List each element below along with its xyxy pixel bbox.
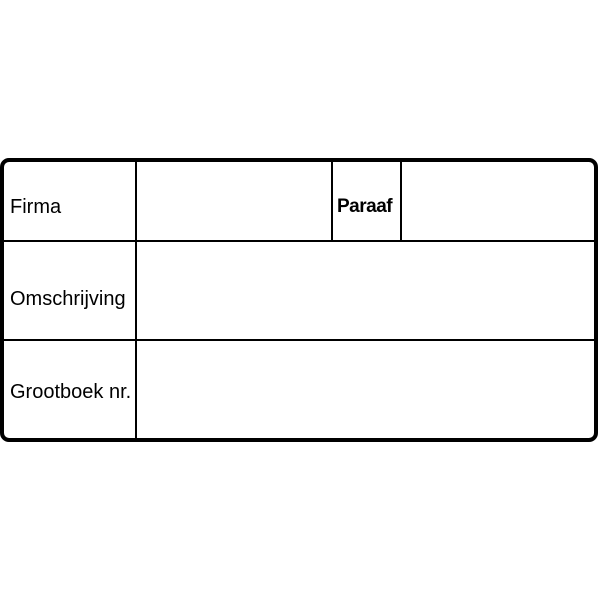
paraaf-label: Paraaf	[337, 196, 393, 217]
paraaf-divider-left	[331, 162, 333, 241]
firma-field[interactable]	[137, 162, 331, 240]
paraaf-field[interactable]	[402, 162, 594, 240]
paraaf-divider-right	[400, 162, 402, 241]
grootboek-field[interactable]	[137, 341, 594, 438]
column-divider	[135, 162, 137, 438]
row-divider	[4, 339, 594, 341]
grootboek-label: Grootboek nr.	[10, 381, 132, 403]
omschrijving-label: Omschrijving	[10, 288, 126, 310]
stamp-form: Firma Paraaf Omschrijving Grootboek nr.	[0, 158, 598, 442]
row-divider	[4, 240, 594, 242]
omschrijving-field[interactable]	[137, 242, 594, 339]
firma-label: Firma	[10, 196, 62, 218]
